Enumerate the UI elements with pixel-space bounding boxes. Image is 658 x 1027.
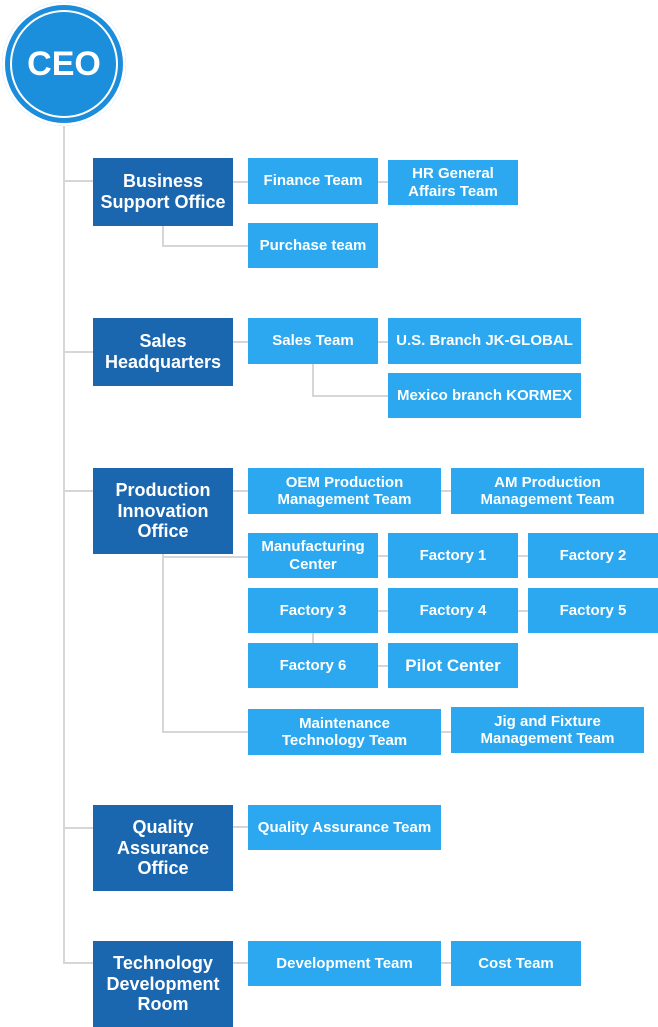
team-maintenance-technology: Maintenance Technology Team [248, 709, 441, 755]
connector-line [162, 556, 248, 558]
connector-line [518, 610, 528, 612]
team-purchase: Purchase team [248, 223, 378, 268]
dept-quality-assurance-office: Quality Assurance Office [93, 805, 233, 891]
connector-line [233, 181, 248, 183]
team-hr-general-affairs: HR General Affairs Team [388, 160, 518, 205]
team-factory-5: Factory 5 [528, 588, 658, 633]
connector-line [233, 826, 248, 828]
ceo-node: CEO [2, 2, 126, 126]
team-am-production-management: AM Production Management Team [451, 468, 644, 514]
dept-production-innovation-office: Production Innovation Office [93, 468, 233, 554]
team-finance: Finance Team [248, 158, 378, 204]
ceo-trunk-line [63, 126, 65, 964]
connector-line [378, 341, 388, 343]
ceo-label: CEO [10, 10, 118, 118]
team-factory-4: Factory 4 [388, 588, 518, 633]
team-factory-1: Factory 1 [388, 533, 518, 578]
connector-line [233, 962, 248, 964]
team-sales: Sales Team [248, 318, 378, 364]
team-us-branch: U.S. Branch JK-GLOBAL [388, 318, 581, 364]
connector-line [63, 827, 93, 829]
connector-line [63, 490, 93, 492]
connector-line [441, 490, 451, 492]
connector-line [312, 364, 314, 396]
team-jig-fixture-management: Jig and Fixture Management Team [451, 707, 644, 753]
team-pilot-center: Pilot Center [388, 643, 518, 688]
connector-line [378, 181, 388, 183]
connector-line [441, 731, 451, 733]
team-manufacturing-center: Manufacturing Center [248, 533, 378, 578]
connector-line [518, 555, 528, 557]
dept-sales-headquarters: Sales Headquarters [93, 318, 233, 386]
connector-line [63, 351, 93, 353]
connector-line [233, 341, 248, 343]
connector-line [63, 180, 93, 182]
connector-line [162, 245, 248, 247]
team-factory-6: Factory 6 [248, 643, 378, 688]
team-oem-production-management: OEM Production Management Team [248, 468, 441, 514]
connector-line [378, 610, 388, 612]
team-mexico-branch: Mexico branch KORMEX [388, 373, 581, 418]
dept-technology-development-room: Technology Development Room [93, 941, 233, 1027]
connector-line [312, 633, 314, 643]
connector-line [162, 731, 248, 733]
team-cost: Cost Team [451, 941, 581, 986]
connector-line [378, 665, 388, 667]
connector-line [63, 962, 93, 964]
dept-business-support-office: Business Support Office [93, 158, 233, 226]
connector-line [162, 554, 164, 732]
team-development: Development Team [248, 941, 441, 986]
connector-line [312, 395, 388, 397]
team-factory-3: Factory 3 [248, 588, 378, 633]
connector-line [233, 490, 248, 492]
connector-line [441, 962, 451, 964]
connector-line [378, 555, 388, 557]
team-factory-2: Factory 2 [528, 533, 658, 578]
connector-line [162, 226, 164, 246]
team-quality-assurance: Quality Assurance Team [248, 805, 441, 850]
